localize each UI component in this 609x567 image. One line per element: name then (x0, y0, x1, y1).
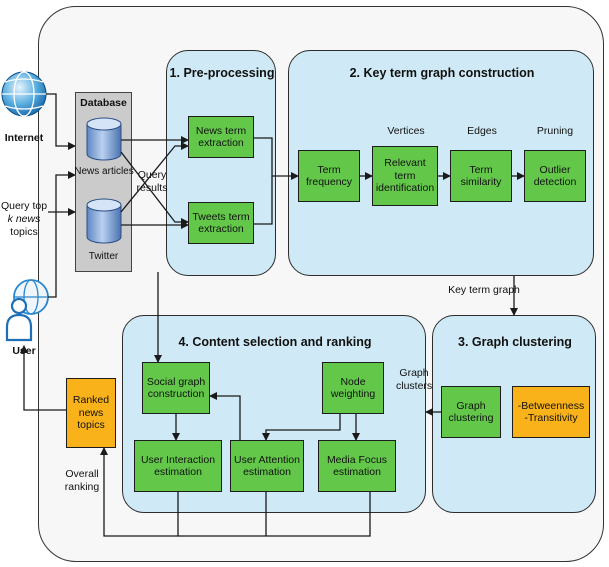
news-articles-database-icon (86, 117, 122, 161)
graph-clusters-line-1: Graph (399, 367, 429, 379)
twitter-database-icon (86, 198, 122, 244)
internet-label: Internet (4, 132, 44, 144)
panel-title: 4. Content selection and ranking (178, 335, 372, 349)
vertices-label: Vertices (387, 125, 425, 137)
query-line-3: topics (10, 226, 38, 238)
user-icon (5, 279, 49, 342)
internet-globe-icon (1, 71, 47, 117)
query-line-2: k news (7, 213, 41, 225)
twitter-label: Twitter (88, 251, 119, 262)
query-results-line-2: results (136, 182, 168, 194)
graph-clusters-line-2: clusters (396, 380, 433, 392)
key-term-graph-label: Key term graph (448, 284, 520, 296)
overall-ranking-line-1: Overall (65, 468, 99, 480)
query-line-1: Query top (0, 200, 48, 212)
edges-label: Edges (467, 125, 497, 137)
news-articles-label: News articles (74, 166, 134, 177)
pruning-label: Pruning (536, 125, 574, 137)
panel-title: 1. Pre-processing (169, 66, 275, 80)
metrics-box: -Betweenness-Transitivity (512, 386, 590, 438)
overall-ranking-line-2: ranking (64, 481, 100, 493)
panel-title: 2. Key term graph construction (349, 66, 535, 80)
panel-title: 3. Graph clustering (458, 335, 572, 349)
database-title: Database (80, 97, 127, 109)
